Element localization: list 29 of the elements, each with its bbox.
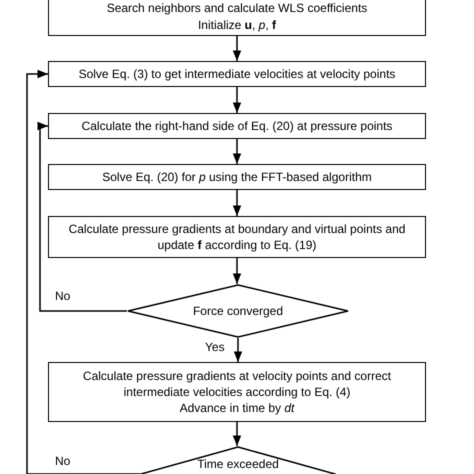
arrow (232, 190, 242, 216)
edge-label: Yes (204, 341, 226, 353)
node-text: Solve Eq. (3) to get intermediate velocities at velocity points (78, 66, 396, 82)
process-box (48, 61, 426, 87)
arrow (232, 87, 242, 113)
arrow (232, 422, 242, 446)
arrow (232, 36, 242, 61)
edge-label: No (54, 455, 72, 467)
arrow (26, 70, 140, 474)
node-text: Time exceeded (197, 456, 279, 472)
process-box (48, 164, 426, 190)
process-box (48, 216, 426, 258)
node-text: Calculate the right-hand side of Eq. (20) at pressure points (82, 118, 392, 134)
node-text: Calculate pressure gradients at velocity points and correct intermediate velocities according to Eq. (4) (82, 368, 392, 400)
process-box (48, 0, 426, 36)
edge-label: No (54, 290, 72, 302)
node-text: Initialize u, p, f (198, 16, 276, 33)
process-box (48, 362, 426, 422)
node-text: Calculate pressure gradients at boundary and virtual points and update f according to Eq. (19) (68, 220, 406, 254)
arrow (232, 139, 242, 164)
node-text: Force converged (192, 302, 284, 320)
process-box (48, 113, 426, 139)
arrow (232, 258, 242, 284)
decision-diamond (127, 284, 349, 338)
node-text: Solve Eq. (20) for p using the FFT-based algorithm (102, 168, 372, 186)
node-text: Search neighbors and calculate WLS coefficients (106, 0, 368, 16)
arrow (38, 122, 127, 312)
node-text: Advance in time by dt (180, 400, 294, 416)
arrow (234, 338, 242, 362)
